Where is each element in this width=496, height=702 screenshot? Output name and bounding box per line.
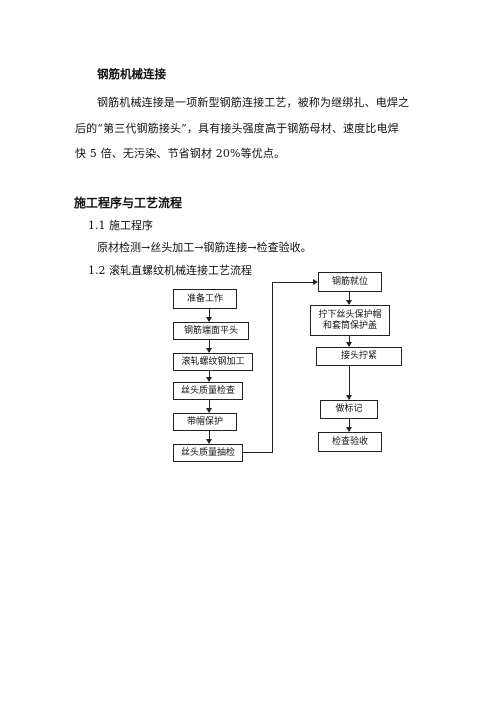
arrow-down-icon (346, 300, 352, 305)
flow-step-rebar-position: 钢筋就位 (318, 272, 382, 292)
connector-line (209, 400, 210, 412)
connector-line (209, 431, 210, 443)
connector-line (272, 282, 314, 283)
flow-step-rebar-position-label: 钢筋就位 (331, 276, 368, 287)
connector-line (272, 282, 273, 453)
flow-step-sample-check: 丝头质量抽检 (173, 444, 243, 462)
flow-step-remove-caps-label: 拧下丝头保护帽 和套筒保护盖 (318, 309, 382, 331)
connector-line (349, 292, 350, 304)
subsection-title-1-1: 1.1 施工程序 (88, 219, 153, 232)
arrow-down-icon (346, 395, 352, 400)
connector-line (349, 366, 350, 399)
flow-step-cap-protect-label: 带帽保护 (186, 416, 223, 427)
flow-step-end-face: 钢筋端面平头 (173, 322, 249, 340)
arrow-down-icon (206, 377, 212, 382)
flow-step-thread-check: 丝头质量检查 (173, 382, 243, 400)
paragraph-line-2: 后的“第三代钢筋接头”，具有接头强度高于钢筋母材、速度比电焊 (75, 122, 399, 135)
connector-line (209, 309, 210, 321)
flow-step-rolling-label: 滚轧螺纹钢加工 (181, 356, 245, 367)
flow-step-prep: 准备工作 (173, 289, 237, 309)
paragraph-line-3: 快 5 倍、无污染、节省钢材 20%等优点。 (75, 147, 286, 160)
paragraph-line-1: 钢筋机械连接是一项新型钢筋连接工艺，被称为继绑扎、电焊之 (97, 96, 410, 109)
flow-step-mark-label: 做标记 (335, 404, 363, 414)
subsection-title-1-2: 1.2 滚轧直螺纹机械连接工艺流程 (88, 264, 252, 277)
flow-step-thread-check-label: 丝头质量检查 (180, 385, 235, 396)
flow-step-cap-protect: 带帽保护 (173, 413, 237, 431)
flow-step-mark: 做标记 (320, 400, 378, 419)
flow-step-end-face-label: 钢筋端面平头 (183, 325, 238, 336)
connector-line (349, 336, 350, 346)
connector-line (243, 452, 272, 453)
flow-step-tighten: 接头拧紧 (316, 347, 402, 366)
section-title-procedure: 施工程序与工艺流程 (74, 196, 183, 210)
flow-step-rolling: 滚轧螺纹钢加工 (173, 353, 253, 371)
connector-line (349, 419, 350, 431)
arrow-down-icon (346, 342, 352, 347)
connector-line (209, 371, 210, 381)
arrow-down-icon (206, 408, 212, 413)
flow-step-tighten-label: 接头拧紧 (340, 351, 377, 361)
flow-step-sample-check-label: 丝头质量抽检 (180, 447, 235, 458)
section-title-mechanical-connection: 钢筋机械连接 (97, 67, 166, 81)
flow-step-inspect: 检查验收 (318, 432, 382, 452)
arrow-down-icon (206, 348, 212, 353)
flow-step-inspect-label: 检查验收 (331, 436, 368, 447)
arrow-down-icon (206, 317, 212, 322)
flow-step-prep-label: 准备工作 (186, 293, 223, 304)
arrow-down-icon (206, 439, 212, 444)
arrow-right-icon (313, 279, 318, 285)
procedure-text: 原材检测→丝头加工→钢筋连接→检查验收。 (97, 241, 312, 254)
connector-line (209, 340, 210, 352)
arrow-down-icon (346, 427, 352, 432)
flow-step-remove-caps: 拧下丝头保护帽 和套筒保护盖 (310, 305, 390, 336)
